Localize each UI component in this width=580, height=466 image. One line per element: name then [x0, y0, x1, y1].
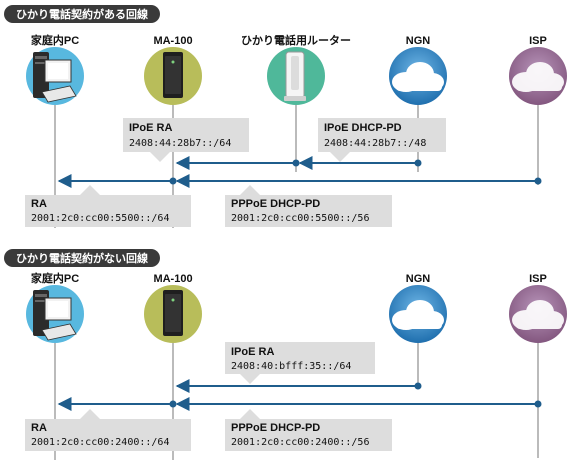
box-address: 2001:2c0:cc00:2400::/56 [231, 437, 369, 448]
section-with-hikari: ひかり電話契約がある回線 家庭内PC MA-100 ひかり電話用ルーター NGN… [4, 5, 567, 228]
arrows [57, 156, 538, 188]
node-label-ma100: MA-100 [153, 35, 192, 47]
node-label-ngn: NGN [406, 273, 431, 285]
node-label-pc: 家庭内PC [31, 271, 79, 285]
box-address: 2408:44:28b7::/64 [129, 138, 231, 149]
box-address: 2408:44:28b7::/48 [324, 138, 426, 149]
callout-ipoe-ra: IPoE RA 2408:44:28b7::/64 [123, 118, 249, 162]
box-address: 2001:2c0:cc00:5500::/56 [231, 213, 369, 224]
arrows [57, 379, 538, 411]
box-address: 2001:2c0:cc00:5500::/64 [31, 213, 169, 224]
router-icon [144, 47, 202, 105]
node-label-isp: ISP [529, 35, 547, 47]
box-title: IPoE DHCP-PD [324, 122, 402, 134]
section-title-badge: ひかり電話契約がない回線 [4, 249, 160, 267]
node-label-isp: ISP [529, 273, 547, 285]
callout-ra: RA 2001:2c0:cc00:5500::/64 [25, 185, 191, 227]
section-title-badge: ひかり電話契約がある回線 [4, 5, 160, 23]
section-title: ひかり電話契約がある回線 [16, 7, 148, 21]
box-title: RA [31, 198, 47, 210]
hikari-router-icon [267, 47, 325, 105]
node-label-ma100: MA-100 [153, 273, 192, 285]
callout-ipoe-ra: IPoE RA 2408:40:bfff:35::/64 [225, 342, 375, 384]
box-title: IPoE RA [231, 346, 274, 358]
pc-icon [26, 47, 84, 105]
callout-pppoe-dhcp-pd: PPPoE DHCP-PD 2001:2c0:cc00:5500::/56 [225, 185, 392, 227]
callout-ra: RA 2001:2c0:cc00:2400::/64 [25, 409, 191, 451]
node-label-ngn: NGN [406, 35, 431, 47]
section-without-hikari: ひかり電話契約がない回線 家庭内PC MA-100 NGN ISP [4, 249, 567, 460]
cloud-icon [389, 47, 447, 105]
section-title: ひかり電話契約がない回線 [16, 251, 148, 265]
box-address: 2408:40:bfff:35::/64 [231, 361, 351, 372]
pc-icon [26, 285, 84, 343]
cloud-icon [509, 285, 567, 343]
cloud-icon [389, 285, 447, 343]
node-label-hikari-router: ひかり電話用ルーター [241, 33, 351, 47]
box-title: PPPoE DHCP-PD [231, 198, 320, 210]
arrow-origins [169, 382, 542, 408]
box-title: PPPoE DHCP-PD [231, 422, 320, 434]
callout-pppoe-dhcp-pd: PPPoE DHCP-PD 2001:2c0:cc00:2400::/56 [225, 409, 392, 451]
router-icon [144, 285, 202, 343]
box-address: 2001:2c0:cc00:2400::/64 [31, 437, 169, 448]
cloud-icon [509, 47, 567, 105]
node-label-pc: 家庭内PC [31, 33, 79, 47]
box-title: IPoE RA [129, 122, 172, 134]
box-title: RA [31, 422, 47, 434]
callout-ipoe-dhcp-pd: IPoE DHCP-PD 2408:44:28b7::/48 [318, 118, 446, 162]
arrow-origins [169, 159, 542, 185]
